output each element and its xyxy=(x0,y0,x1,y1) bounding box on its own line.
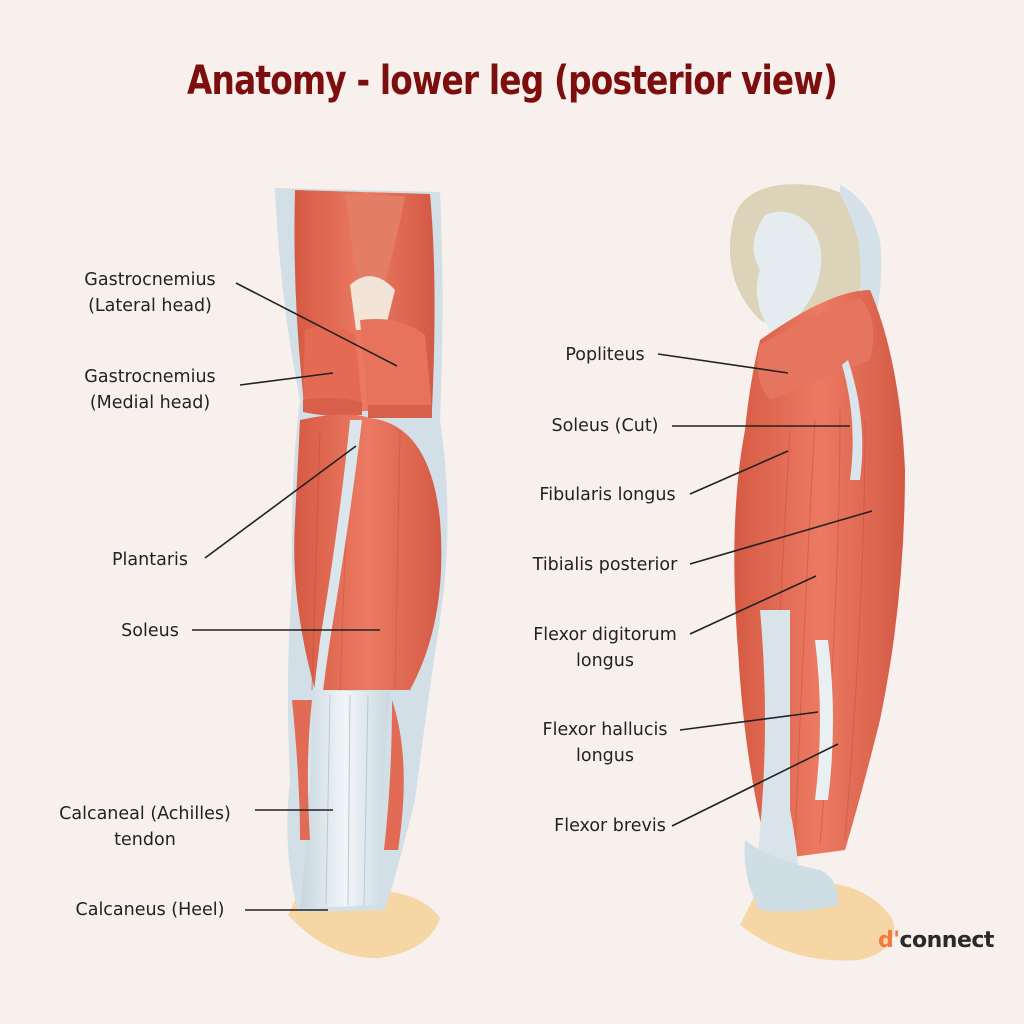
label-fibularis-longus: Fibularis longus xyxy=(539,485,676,505)
right-lower-tendons xyxy=(757,610,800,905)
label-popliteus: Popliteus xyxy=(565,345,645,365)
leader-fibularis xyxy=(689,450,789,495)
label-gastrocnemius-medial: Gastrocnemius (Medial head) xyxy=(70,364,230,416)
label-plantaris: Plantaris xyxy=(112,550,188,570)
label-line: Gastrocnemius xyxy=(84,270,216,290)
leader-plantaris xyxy=(204,445,357,559)
leader-gastroc-lateral xyxy=(235,282,398,367)
page-title: Anatomy - lower leg (posterior view) xyxy=(186,58,838,104)
label-line: (Medial head) xyxy=(89,393,211,413)
label-tibialis-posterior: Tibialis posterior xyxy=(532,555,678,575)
logo-mark: d' xyxy=(878,928,900,953)
label-line: Flexor digitorum xyxy=(533,625,677,645)
label-calcaneus: Calcaneus (Heel) xyxy=(75,900,225,920)
label-line: tendon xyxy=(114,830,176,850)
label-line: Flexor hallucis xyxy=(542,720,668,740)
leader-popliteus xyxy=(657,353,789,374)
logo-wordmark: connect xyxy=(899,928,994,953)
label-flexor-brevis: Flexor brevis xyxy=(554,816,666,836)
right-knee-ligament xyxy=(753,211,822,330)
right-soleus-cut xyxy=(842,360,863,480)
leader-fdl xyxy=(689,575,817,635)
left-achilles-tendon xyxy=(300,690,390,908)
leader-fhl xyxy=(679,711,819,731)
label-line: (Lateral head) xyxy=(88,296,212,316)
right-leg-figure xyxy=(730,184,905,961)
leader-tibialis xyxy=(689,510,873,565)
leader-lines xyxy=(192,282,873,911)
leader-flexor-brevis xyxy=(671,743,839,827)
label-flexor-digitorum-longus: Flexor digitorum longus xyxy=(520,622,690,674)
dconnect-logo: d'connect xyxy=(878,928,994,953)
label-line: Gastrocnemius xyxy=(84,367,216,387)
label-line: Calcaneal (Achilles) xyxy=(59,804,231,824)
label-soleus-cut: Soleus (Cut) xyxy=(551,416,659,436)
label-gastrocnemius-lateral: Gastrocnemius (Lateral head) xyxy=(70,267,230,319)
leader-gastroc-medial xyxy=(239,372,334,386)
label-flexor-hallucis-longus: Flexor hallucis longus xyxy=(530,717,680,769)
left-leg-figure xyxy=(275,188,448,959)
label-line: longus xyxy=(576,651,634,671)
left-gastroc-medial-shape xyxy=(303,326,362,409)
right-popliteus-shape xyxy=(757,298,874,400)
label-soleus: Soleus xyxy=(121,621,179,641)
label-line: longus xyxy=(576,746,634,766)
label-achilles-tendon: Calcaneal (Achilles) tendon xyxy=(40,801,250,853)
